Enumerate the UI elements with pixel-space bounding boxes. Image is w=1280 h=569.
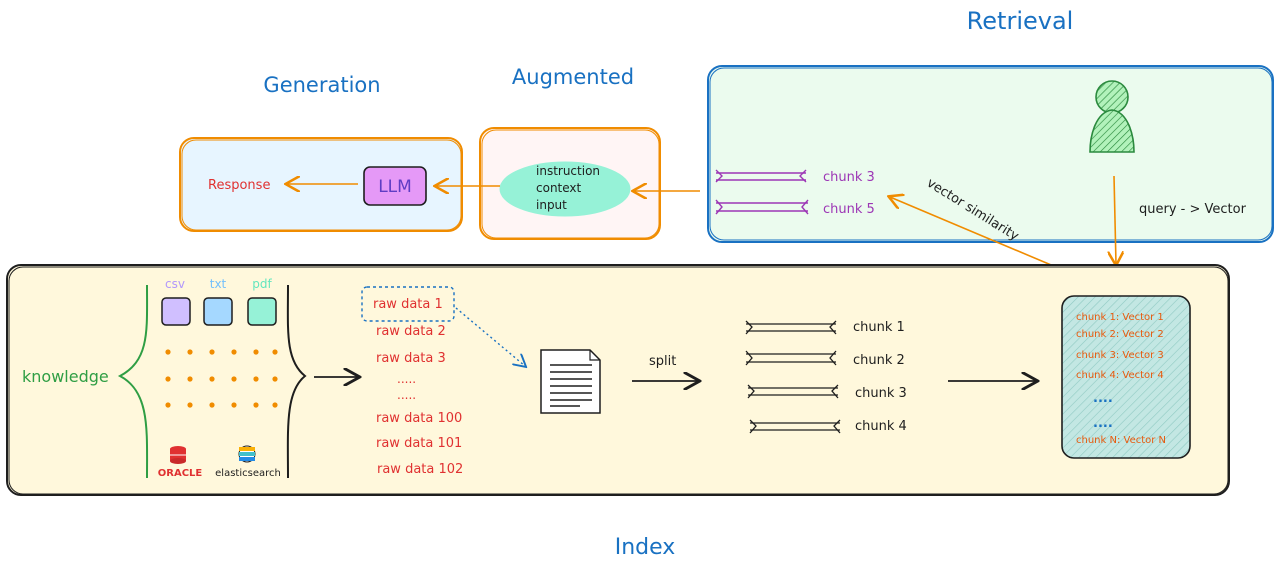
knowledge-dots (165, 349, 278, 408)
chunk-label: chunk 2 (853, 353, 905, 368)
document-icon (540, 349, 601, 414)
retrieved-chunk-label: chunk 3 (823, 170, 875, 185)
llm-box (363, 166, 427, 206)
raw-data-item: raw data 1 (373, 297, 443, 312)
raw-data-item: ..... (397, 372, 416, 386)
augmented-panel: instruction context input (479, 127, 661, 240)
knowledge-label: knowledge (22, 367, 109, 386)
oracle-logo: ORACLE (158, 446, 203, 479)
augmented-title: Augmented (512, 65, 634, 89)
raw-data-list: raw data 1 raw data 2 raw data 3 ..... .… (361, 286, 463, 477)
file-type-label: txt (210, 277, 227, 291)
chunk-item: chunk 1 (745, 320, 905, 335)
retrieved-chunk-5: chunk 5 (715, 199, 875, 217)
chunk-label: chunk 4 (855, 419, 907, 434)
prompt-input: input (536, 198, 567, 212)
raw-data-item: raw data 100 (376, 411, 462, 426)
chunk-label: chunk 3 (855, 386, 907, 401)
response-label: Response (208, 178, 270, 193)
raw-data-item: raw data 102 (377, 462, 463, 477)
index-title: Index (615, 535, 676, 560)
pdf-file-icon (247, 297, 277, 326)
chunk-list: chunk 1 chunk 2 chunk 3 chunk 4 (745, 320, 907, 434)
retrieval-title: Retrieval (967, 7, 1074, 35)
chunk-item: chunk 3 (747, 384, 907, 401)
file-type-label: pdf (252, 277, 272, 291)
llm-label: LLM (378, 177, 412, 197)
generation-title: Generation (263, 73, 380, 97)
raw-data-item: raw data 101 (376, 436, 462, 451)
chunk-item: chunk 2 (745, 350, 905, 368)
vector-entry: chunk 3: Vector 3 (1076, 350, 1164, 361)
raw-data-item: ..... (397, 388, 416, 402)
oracle-logo-text: ORACLE (158, 468, 203, 479)
txt-file-icon (203, 297, 233, 326)
raw-data-item: raw data 3 (376, 351, 446, 366)
query-vector-label: query - > Vector (1139, 202, 1247, 217)
vector-entry: chunk 1: Vector 1 (1076, 312, 1164, 323)
query-to-vectorstore-arrow (1114, 175, 1116, 264)
chunk-item: chunk 4 (749, 419, 907, 434)
elasticsearch-logo-text: elasticsearch (215, 468, 281, 479)
prompt-instruction: instruction (536, 164, 600, 178)
chunk-label: chunk 1 (853, 320, 905, 335)
vector-entry: .... (1093, 416, 1113, 431)
raw-data-1-highlight (361, 286, 455, 322)
file-type-label: csv (165, 277, 185, 291)
user-icon (1089, 80, 1135, 153)
retrieved-chunk-label: chunk 5 (823, 202, 875, 217)
vector-entry: chunk 2: Vector 2 (1076, 329, 1164, 340)
knowledge-group: knowledge csv txt pdf ORACLE elasti (22, 277, 307, 479)
csv-file-icon (161, 297, 191, 326)
vector-entry: .... (1093, 391, 1113, 406)
index-panel (6, 264, 1230, 496)
vector-entry: chunk N: Vector N (1076, 435, 1166, 446)
retrieval-panel: chunk 3 chunk 5 query - > Vector vector … (707, 65, 1274, 244)
raw-data-item: raw data 2 (376, 324, 446, 339)
split-label: split (649, 354, 676, 369)
elasticsearch-logo: elasticsearch (215, 445, 281, 479)
raw-to-document-arrow (455, 307, 525, 366)
left-brace (117, 284, 149, 479)
retrieved-chunk-3: chunk 3 (715, 169, 875, 185)
prompt-context: context (536, 181, 582, 195)
vector-store: chunk 1: Vector 1 chunk 2: Vector 2 chun… (1061, 295, 1191, 459)
vector-entry: chunk 4: Vector 4 (1076, 370, 1164, 381)
right-brace (286, 284, 307, 479)
